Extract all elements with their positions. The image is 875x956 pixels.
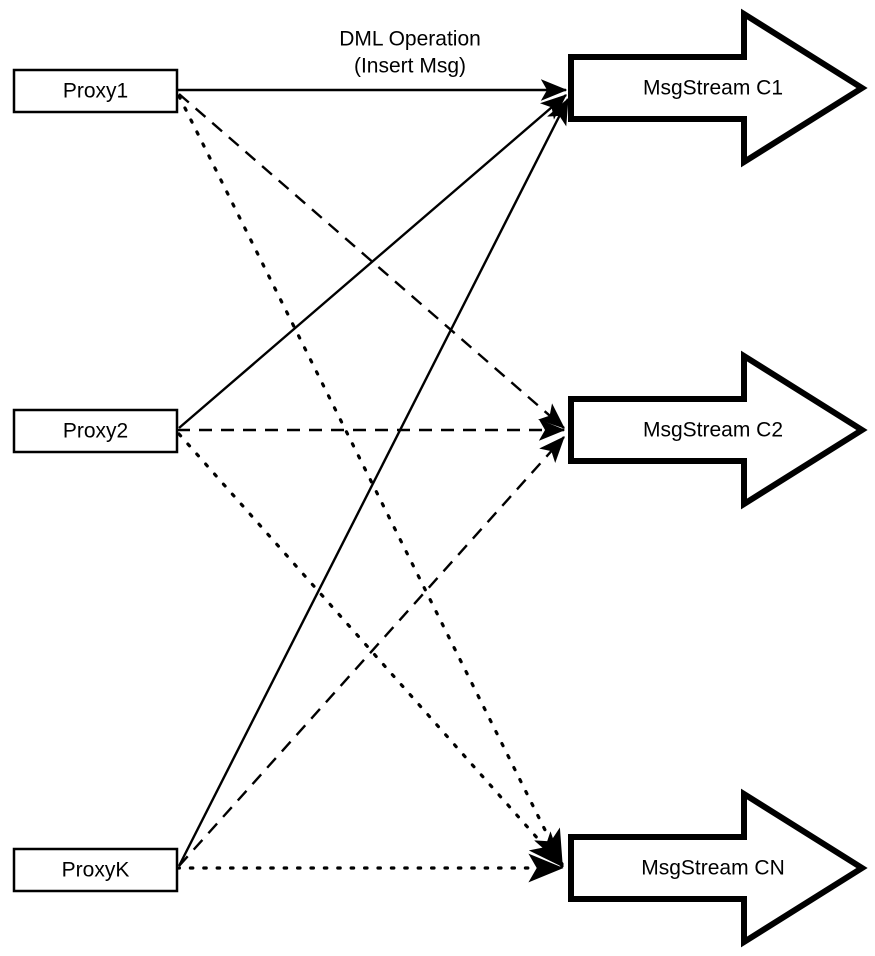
stream-arrow-shape-cn[interactable] bbox=[568, 788, 868, 948]
stream-label-cn: MsgStream CN bbox=[641, 857, 785, 880]
stream-node-c1[interactable]: MsgStream C1 bbox=[568, 8, 868, 168]
link-proxy2-to-stream-cn[interactable] bbox=[177, 432, 564, 868]
proxy-label-proxyk: ProxyK bbox=[62, 859, 130, 882]
proxy-label-proxy1: Proxy1 bbox=[63, 80, 128, 103]
proxy-label-proxy2: Proxy2 bbox=[63, 420, 128, 443]
proxy-node-proxy2[interactable]: Proxy2 bbox=[12, 408, 179, 454]
stream-node-cn[interactable]: MsgStream CN bbox=[568, 788, 868, 948]
proxy-box-proxyk[interactable] bbox=[12, 847, 179, 893]
stream-label-c1: MsgStream C1 bbox=[643, 77, 783, 100]
stream-label-c2: MsgStream C2 bbox=[643, 419, 783, 442]
edge-label-line2: (Insert Msg) bbox=[354, 55, 466, 78]
link-proxy2-to-stream-c1[interactable] bbox=[178, 94, 567, 429]
stream-arrow-shape-c1[interactable] bbox=[568, 8, 868, 168]
edge-label-dml-operation: DML Operation (Insert Msg) bbox=[339, 28, 481, 78]
connector-group bbox=[175, 79, 570, 883]
proxy-box-proxy1[interactable] bbox=[12, 68, 179, 114]
proxy-node-proxyk[interactable]: ProxyK bbox=[12, 847, 179, 893]
link-proxy1-to-stream-cn[interactable] bbox=[177, 94, 564, 866]
link-proxyk-to-stream-c1[interactable] bbox=[177, 97, 570, 867]
proxy-box-proxy2[interactable] bbox=[12, 408, 179, 454]
stream-node-c2[interactable]: MsgStream C2 bbox=[568, 350, 868, 510]
edge-label-line1: DML Operation bbox=[339, 28, 481, 51]
proxy-node-proxy1[interactable]: Proxy1 bbox=[12, 68, 179, 114]
stream-arrow-shape-c2[interactable] bbox=[568, 350, 868, 510]
link-proxyk-to-stream-c2[interactable] bbox=[178, 436, 565, 867]
